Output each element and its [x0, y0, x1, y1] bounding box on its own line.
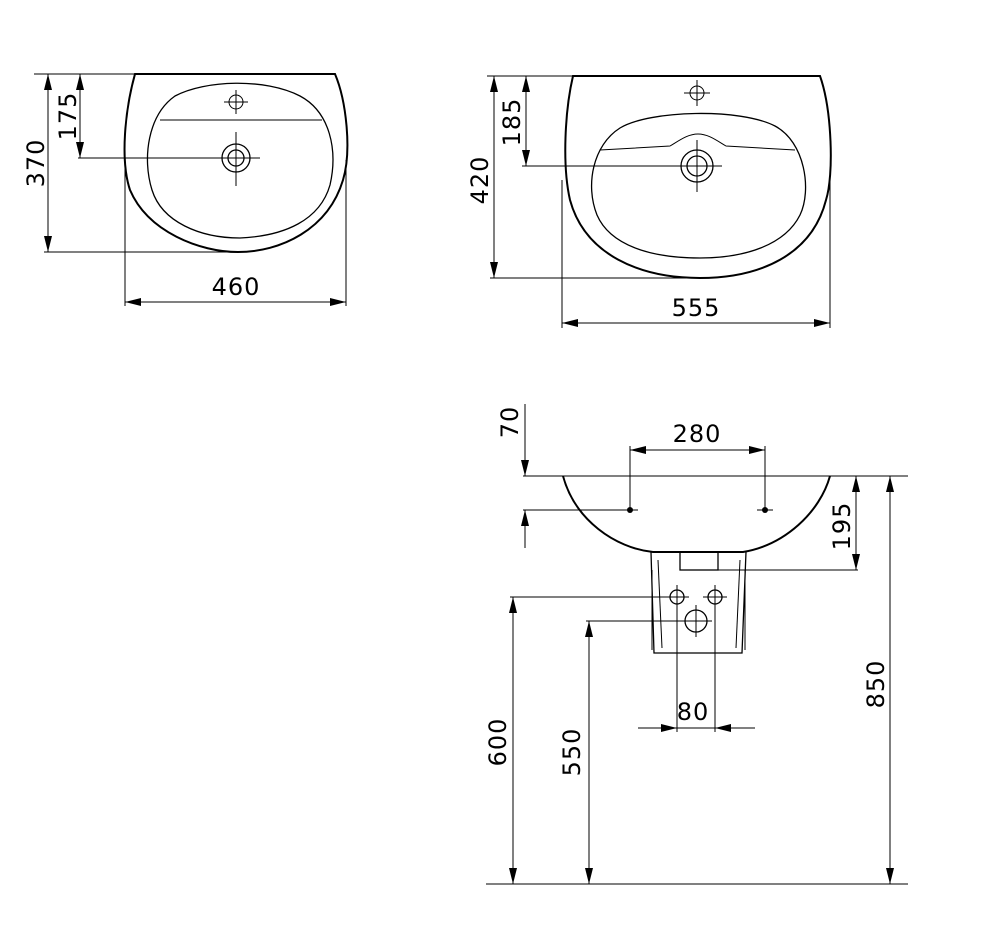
small-basin-bowl	[146, 82, 334, 239]
side-pedestal	[650, 551, 747, 654]
small-width-dimension: 460	[212, 273, 261, 301]
large-tap-hole-icon	[684, 80, 710, 106]
side-basin-body	[562, 475, 831, 553]
supply-height-dimension: 600	[484, 718, 512, 767]
large-basin-top-view: 420 185 555	[466, 75, 832, 328]
small-drain-icon	[212, 132, 260, 186]
total-height-dimension: 850	[862, 660, 890, 709]
small-tap-offset-dimension: 175	[54, 92, 82, 141]
bowl-depth-dimension: 195	[828, 502, 856, 551]
large-basin-overflow-line	[599, 133, 796, 151]
side-overflow-box	[679, 551, 719, 571]
waste-height-dimension: 550	[558, 728, 586, 777]
large-width-dimension: 555	[672, 294, 721, 322]
small-basin-top-view: 370 175 460	[22, 73, 349, 306]
small-tap-hole-icon	[224, 90, 248, 114]
large-drain-icon	[672, 140, 722, 192]
large-tap-offset-dimension: 185	[498, 98, 526, 147]
rim-offset-dimension: 70	[496, 406, 524, 439]
large-basin-bowl	[590, 112, 807, 259]
side-elevation-view: 280 70 195 850 80 600	[484, 404, 908, 885]
supply-spacing-dimension: 80	[677, 698, 710, 726]
small-height-dimension: 370	[22, 139, 50, 188]
large-height-dimension: 420	[466, 156, 494, 205]
mount-spacing-dimension: 280	[673, 420, 722, 448]
large-basin-outline	[564, 75, 832, 280]
